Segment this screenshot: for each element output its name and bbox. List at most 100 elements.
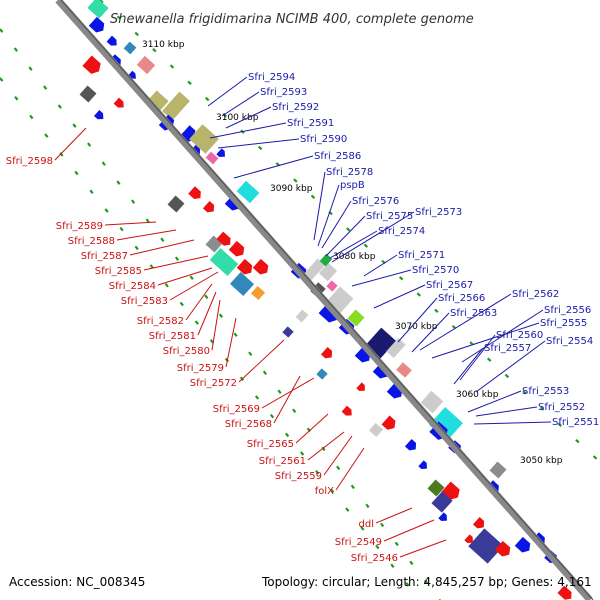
leader-line (431, 322, 540, 359)
gene-label-forward[interactable]: Sfri_2560 (496, 330, 543, 341)
leader-line (475, 340, 546, 393)
gene-arrow (418, 460, 427, 469)
leader-line (459, 334, 496, 381)
gene-label-forward[interactable]: Sfri_2594 (248, 72, 295, 83)
leader-line (325, 215, 366, 257)
gene-label-reverse[interactable]: Sfri_2583 (121, 296, 168, 307)
gene-label-reverse[interactable]: Sfri_2580 (163, 346, 210, 357)
gene-label-forward[interactable]: Sfri_2555 (540, 318, 587, 329)
forward-gene-labels: Sfri_2594Sfri_2593Sfri_2592Sfri_2591Sfri… (207, 72, 599, 428)
leader-line (473, 421, 552, 425)
scale-label: 3090 kbp (270, 184, 313, 194)
gene-arrow (557, 585, 572, 600)
gene-label-reverse[interactable]: Sfri_2546 (351, 553, 398, 564)
gene-label-forward[interactable]: Sfri_2566 (438, 293, 485, 304)
leader-line (197, 291, 217, 336)
gene-label-reverse[interactable]: Sfri_2588 (68, 236, 115, 247)
gene-label-forward[interactable]: Sfri_2556 (544, 305, 591, 316)
gene-arrow (472, 516, 485, 529)
gene-block (167, 195, 185, 213)
gene-label-reverse[interactable]: Sfri_2584 (109, 281, 156, 292)
gene-block (209, 248, 239, 276)
gene-label-forward[interactable]: Sfri_2557 (484, 343, 531, 354)
gene-label-reverse[interactable]: Sfri_2582 (137, 316, 184, 327)
leader-line (273, 375, 301, 424)
gene-arrow (113, 97, 124, 108)
leader-line (317, 184, 340, 247)
gene-block (318, 262, 338, 282)
gene-label-forward[interactable]: Sfri_2574 (378, 226, 425, 237)
gene-label-reverse[interactable]: Sfri_2581 (149, 331, 196, 342)
gene-label-forward[interactable]: Sfri_2552 (538, 402, 585, 413)
gene-label-forward[interactable]: Sfri_2576 (352, 196, 399, 207)
gene-label-forward[interactable]: Sfri_2591 (287, 118, 334, 129)
gene-label-forward[interactable]: Sfri_2593 (260, 87, 307, 98)
gene-arrow (88, 16, 105, 33)
gene-block (368, 422, 384, 438)
gene-label-forward[interactable]: Sfri_2554 (546, 336, 593, 347)
gene-block (386, 337, 406, 359)
gene-label-reverse[interactable]: Sfri_2585 (95, 266, 142, 277)
leader-line (453, 347, 484, 385)
leader-line (363, 254, 398, 277)
gene-label-forward[interactable]: Sfri_2570 (412, 265, 459, 276)
gene-label-reverse[interactable]: Sfri_2587 (81, 251, 128, 262)
gene-block (147, 90, 169, 112)
gene-label-forward[interactable]: Sfri_2586 (314, 151, 361, 162)
summary-text: Topology: circular; Length: 4,845,257 bp… (261, 575, 592, 589)
gene-arrow (341, 405, 352, 416)
gene-label-reverse[interactable]: Sfri_2579 (177, 363, 224, 374)
gene-label-forward[interactable]: Sfri_2553 (522, 386, 569, 397)
leader-line (143, 255, 209, 271)
gene-arrow (438, 512, 447, 521)
gene-label-reverse[interactable]: Sfri_2559 (275, 471, 322, 482)
gene-block (189, 124, 219, 154)
gene-label-forward[interactable]: Sfri_2551 (552, 417, 599, 428)
gene-block (87, 0, 109, 19)
leader-line (157, 267, 213, 286)
genome-backbone (55, 0, 593, 600)
gene-label-reverse[interactable]: Sfri_2561 (259, 456, 306, 467)
gene-arrow (356, 382, 365, 391)
gene-block (79, 85, 97, 103)
gene-label-forward[interactable]: Sfri_2567 (426, 280, 473, 291)
gene-arrow (82, 55, 101, 74)
gene-label-reverse[interactable]: Sfri_2568 (225, 419, 272, 430)
gene-label-reverse[interactable]: Sfri_2565 (247, 439, 294, 450)
gene-label-reverse[interactable]: Sfri_2572 (190, 378, 237, 389)
gene-block (319, 253, 333, 267)
gene-label-reverse[interactable]: Sfri_2598 (6, 156, 53, 167)
gene-block (326, 280, 338, 292)
leader-line (467, 390, 522, 413)
gene-label-reverse[interactable]: Sfri_2589 (56, 221, 103, 232)
gene-label-forward[interactable]: Sfri_2575 (366, 211, 413, 222)
gene-label-forward[interactable]: Sfri_2563 (450, 308, 497, 319)
scale-label: 3050 kbp (520, 456, 563, 466)
gene-label-reverse[interactable]: Sfri_2569 (213, 404, 260, 415)
leader-line (475, 406, 538, 417)
scale-label: 3100 kbp (216, 113, 259, 123)
gene-arrow (320, 346, 333, 359)
leader-line (54, 127, 87, 161)
leader-line (461, 309, 544, 363)
gene-label-forward[interactable]: Sfri_2571 (398, 250, 445, 261)
gene-label-forward[interactable]: pspB (340, 180, 365, 191)
leader-line (351, 269, 412, 287)
leader-line (295, 413, 329, 444)
gene-label-forward[interactable]: Sfri_2562 (512, 289, 559, 300)
gene-label-forward[interactable]: Sfri_2578 (326, 167, 373, 178)
leader-line (129, 239, 195, 256)
leader-line (399, 539, 447, 558)
leader-line (313, 171, 326, 241)
gene-arrow (93, 110, 104, 120)
gene-label-forward[interactable]: Sfri_2573 (415, 207, 462, 218)
leader-line (335, 447, 365, 491)
gene-label-forward[interactable]: Sfri_2590 (300, 134, 347, 145)
gene-label-reverse[interactable]: ddl (359, 519, 374, 530)
genome-backbone-edge (60, 0, 594, 600)
gene-label-reverse[interactable]: folX (315, 486, 334, 497)
gene-label-reverse[interactable]: Sfri_2549 (335, 537, 382, 548)
gene-label-forward[interactable]: Sfri_2592 (272, 102, 319, 113)
